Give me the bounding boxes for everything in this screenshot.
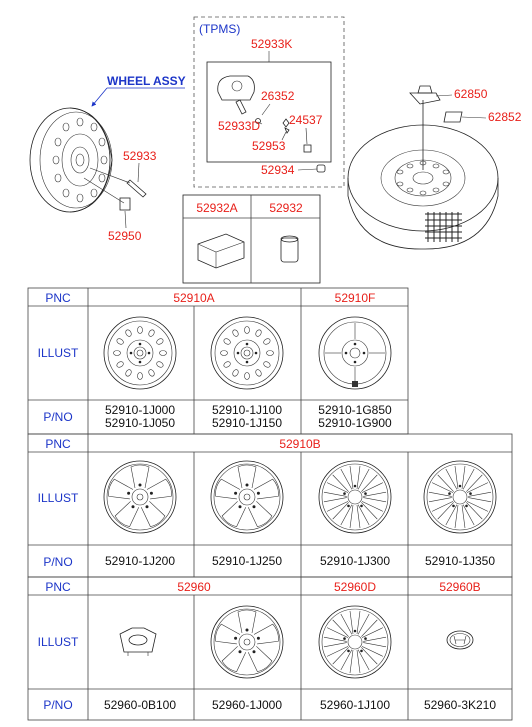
illust-alloy-wheel-1 <box>103 460 177 534</box>
illust-emblem <box>446 630 474 650</box>
pno-52910-1j050: 52910-1J050 <box>105 416 175 430</box>
illust-center-cap <box>119 627 157 656</box>
part-52934: 52934 <box>261 163 295 177</box>
pno-52960-3k210: 52960-3K210 <box>424 698 496 712</box>
pno-52960-0b100: 52960-0B100 <box>104 698 176 712</box>
pno-52910-1j150: 52910-1J150 <box>212 416 282 430</box>
part-52933: 52933 <box>123 149 157 163</box>
spare-tire-drawing <box>347 85 499 250</box>
row-label-pno-1: P/NO <box>43 410 72 424</box>
wheel-assy-label: WHEEL ASSY <box>107 74 186 88</box>
row-label-pnc-2: PNC <box>45 437 71 451</box>
pno-52960-1j100: 52960-1J100 <box>320 698 390 712</box>
parts-table <box>27 287 513 721</box>
pno-52910-1j350: 52910-1J350 <box>425 554 495 568</box>
wheel-assembly-drawing <box>29 107 147 213</box>
pnc-52960b: 52960B <box>439 580 480 594</box>
pnc-52910a: 52910A <box>173 291 214 305</box>
part-62852: 62852 <box>488 110 522 124</box>
kit-box: 52932A 52932 <box>182 194 321 284</box>
illust-steel-wheel-1 <box>103 316 177 390</box>
part-52950: 52950 <box>108 229 142 243</box>
row-label-pnc-3: PNC <box>45 580 71 594</box>
illust-alloy-wheel-6 <box>318 605 392 679</box>
row-label-illust-1: ILLUST <box>38 346 79 360</box>
pno-52960-1j000: 52960-1J000 <box>212 698 282 712</box>
pno-52910-1j100: 52910-1J100 <box>212 403 282 417</box>
illust-wheel-cover-1 <box>318 316 392 390</box>
part-52953: 52953 <box>252 139 286 153</box>
pno-52910-1j200: 52910-1J200 <box>105 554 175 568</box>
row-label-illust-3: ILLUST <box>38 635 79 649</box>
part-52932: 52932 <box>269 201 303 215</box>
tpms-label: (TPMS) <box>199 22 240 36</box>
pnc-52910f: 52910F <box>335 291 376 305</box>
part-26352: 26352 <box>261 89 295 103</box>
part-62850: 62850 <box>454 87 488 101</box>
part-52932a: 52932A <box>196 201 237 215</box>
pno-52910-1j250: 52910-1J250 <box>212 554 282 568</box>
part-24537: 24537 <box>289 113 323 127</box>
part-52933d: 52933D <box>218 119 260 133</box>
pnc-52960d: 52960D <box>334 580 376 594</box>
illust-alloy-wheel-2 <box>210 460 284 534</box>
illust-steel-wheel-2 <box>210 316 284 390</box>
row-label-pno-3: P/NO <box>43 698 72 712</box>
tpms-sensor-drawing <box>217 75 326 173</box>
pnc-52960: 52960 <box>177 580 211 594</box>
part-52933k: 52933K <box>251 37 292 51</box>
pno-52910-1g900: 52910-1G900 <box>318 416 392 430</box>
tpms-inner-box <box>206 61 332 163</box>
row-label-illust-2: ILLUST <box>38 491 79 505</box>
pno-52910-1j300: 52910-1J300 <box>320 554 390 568</box>
row-label-pnc-1: PNC <box>45 291 71 305</box>
illust-alloy-wheel-5 <box>210 605 284 679</box>
pno-52910-1j000: 52910-1J000 <box>105 403 175 417</box>
illust-alloy-wheel-3 <box>318 460 392 534</box>
pnc-52910b: 52910B <box>279 437 320 451</box>
pno-52910-1g850: 52910-1G850 <box>318 403 392 417</box>
illust-alloy-wheel-4 <box>423 460 497 534</box>
tpms-box <box>193 16 345 188</box>
row-label-pno-2: P/NO <box>43 555 72 569</box>
